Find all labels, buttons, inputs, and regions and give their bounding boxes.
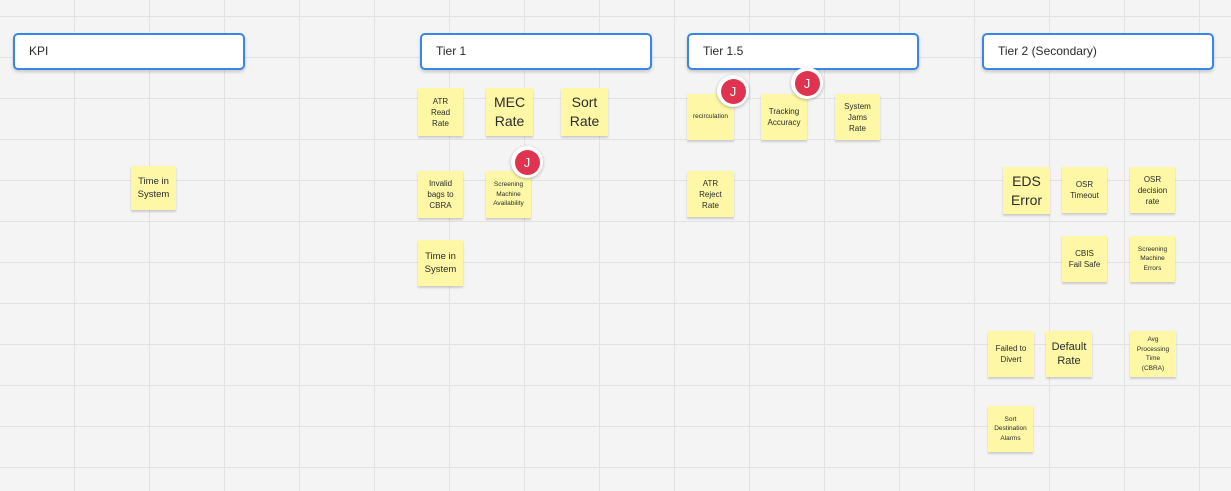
sticky-note-screening-machine-errors[interactable]: Screening Machine Errors [1130,236,1175,282]
sticky-note-atr-read-rate[interactable]: ATR Read Rate [418,88,463,136]
frame-header-tier-2[interactable]: Tier 2 (Secondary) [982,33,1214,70]
sticky-note-mec-rate[interactable]: MEC Rate [486,88,533,136]
sticky-note-text: Tracking Accuracy [767,107,801,127]
comment-marker-screening-availability[interactable]: J [511,146,543,178]
frame-header-tier-1-5[interactable]: Tier 1.5 [687,33,919,70]
sticky-note-text: OSR decision rate [1137,174,1168,206]
sticky-note-text: EDS Error [1010,172,1043,208]
sticky-note-text: Sort Rate [569,94,600,129]
sticky-note-tier1-time-in-system[interactable]: Time in System [418,240,463,286]
sticky-note-system-jams-rate[interactable]: System Jams Rate [835,94,880,140]
sticky-note-text: MEC Rate [493,94,526,129]
sticky-note-osr-decision-rate[interactable]: OSR decision rate [1130,167,1175,213]
comment-marker-initial: J [514,149,540,175]
sticky-note-text: Invalid bags to CBRA [427,179,454,210]
sticky-note-text: Sort Destination Alarms [994,415,1027,442]
comment-marker-tracking-accuracy[interactable]: J [791,67,823,99]
frame-header-tier-2-label: Tier 2 (Secondary) [998,44,1097,58]
sticky-note-failed-to-divert[interactable]: Failed to Divert [988,331,1034,377]
sticky-note-text: Screening Machine Errors [1137,245,1168,272]
comment-marker-initial: J [720,78,746,104]
sticky-note-screening-machine-availability[interactable]: Screening Machine Availability [486,171,531,218]
sticky-note-kpi-time-in-system[interactable]: Time in System [131,166,176,210]
sticky-note-text: Failed to Divert [995,344,1027,364]
comment-marker-recirculation[interactable]: J [717,75,749,107]
sticky-note-text: Avg Processing Time (CBRA) [1136,336,1170,372]
sticky-note-sort-destination-alarms[interactable]: Sort Destination Alarms [988,406,1033,452]
sticky-note-text: Time in System [424,251,457,275]
sticky-note-osr-timeout[interactable]: OSR Timeout [1062,167,1107,213]
sticky-note-text: OSR Timeout [1070,180,1099,200]
sticky-note-text: Screening Machine Availability [493,181,524,208]
sticky-note-sort-rate[interactable]: Sort Rate [561,88,608,136]
frame-header-tier-1-5-label: Tier 1.5 [703,44,744,58]
sticky-note-atr-reject-rate[interactable]: ATR Reject Rate [687,171,734,217]
comment-marker-initial: J [794,70,820,96]
sticky-note-text: System Jams Rate [844,101,871,133]
frame-header-tier-1[interactable]: Tier 1 [420,33,652,70]
sticky-note-text: Time in System [137,176,170,200]
sticky-note-avg-processing-time[interactable]: Avg Processing Time (CBRA) [1130,331,1176,377]
sticky-note-text: Default Rate [1051,341,1087,367]
frame-header-tier-1-label: Tier 1 [436,44,467,58]
sticky-note-text: CBIS Fail Safe [1068,249,1101,269]
sticky-note-tracking-accuracy[interactable]: Tracking Accuracy [761,94,807,140]
sticky-note-default-rate[interactable]: Default Rate [1046,331,1092,377]
frame-header-kpi[interactable]: KPI [13,33,245,70]
sticky-note-text: recirculation [692,113,729,121]
sticky-note-cbis-fail-safe[interactable]: CBIS Fail Safe [1062,236,1107,282]
sticky-note-text: ATR Read Rate [430,96,451,128]
sticky-note-invalid-bags-to-cbra[interactable]: Invalid bags to CBRA [418,171,463,218]
frame-header-kpi-label: KPI [29,44,49,58]
sticky-note-eds-error[interactable]: EDS Error [1003,167,1050,214]
sticky-note-text: ATR Reject Rate [699,178,722,210]
